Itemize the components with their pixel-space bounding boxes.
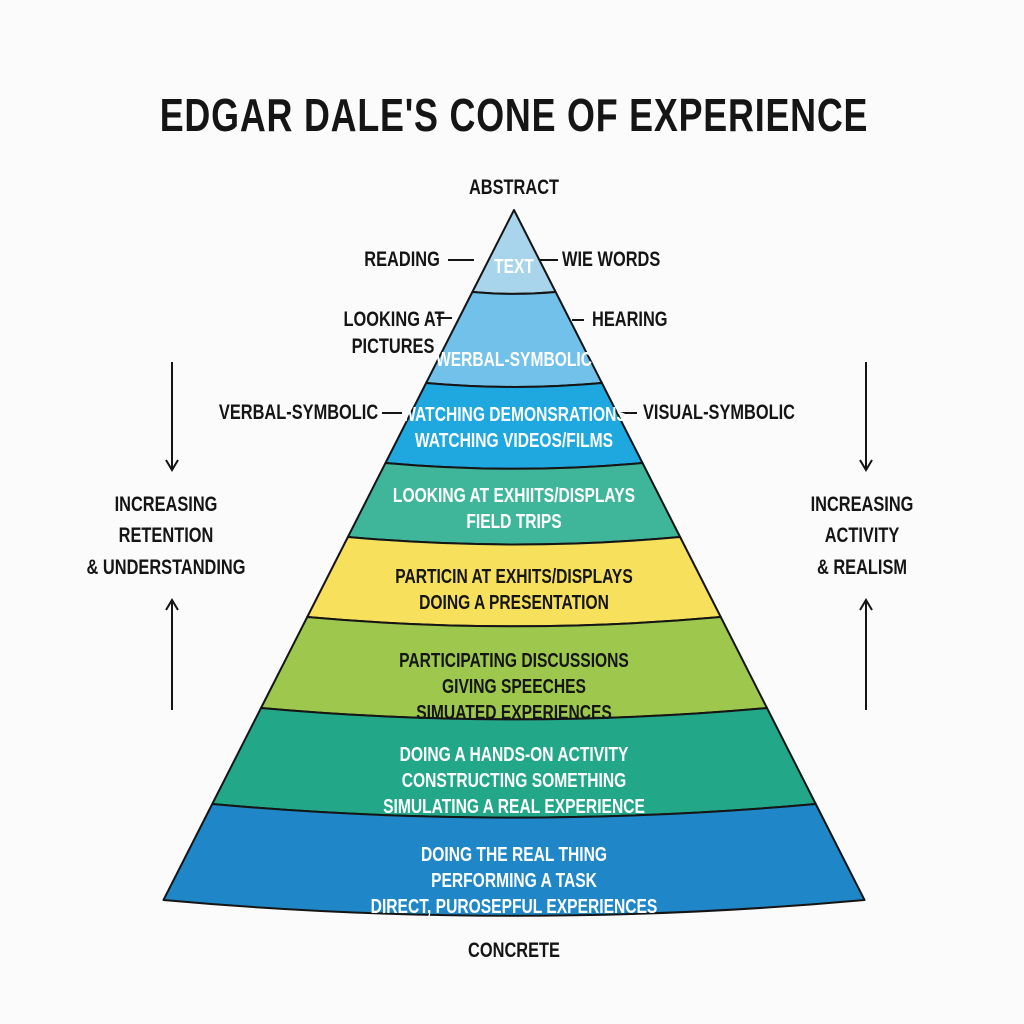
callout-verbal-symbolic: VERBAL-SYMBOLIC: [218, 401, 378, 424]
band-verbal-label: WERBAL-SYMBOLIC: [436, 349, 592, 371]
arrow-down-icon: [165, 362, 179, 472]
callout-hearing: HEARING: [592, 308, 668, 331]
right-axis-line: ACTIVITY: [824, 524, 900, 547]
page-title: EDGAR DALE'S CONE OF EXPERIENCE: [159, 89, 869, 141]
left-axis-line: INCREASING: [114, 493, 218, 516]
callout-visual-symbolic: VISUAL-SYMBOLIC: [643, 401, 795, 424]
callout-reading: READING: [364, 248, 440, 271]
left-axis-line: & UNDERSTANDING: [86, 556, 246, 579]
right-axis-line: INCREASING: [810, 493, 914, 516]
cone-band-text: [471, 209, 557, 295]
arrow-down-icon: [859, 362, 873, 472]
arrow-up-icon: [859, 598, 873, 710]
abstract-label: ABSTRACT: [468, 176, 560, 199]
callout-looking-at: LOOKING AT: [343, 308, 445, 331]
cone-band-direct: [162, 803, 866, 917]
band-text-label: TEXT: [494, 256, 534, 278]
right-axis-line: & REALISM: [816, 556, 908, 579]
arrow-up-icon: [165, 598, 179, 710]
concrete-label: CONCRETE: [468, 939, 560, 962]
callout-wie-words: WIE WORDS: [562, 248, 661, 271]
callout-pictures: PICTURES: [351, 335, 435, 358]
left-axis-line: RETENTION: [118, 524, 214, 547]
